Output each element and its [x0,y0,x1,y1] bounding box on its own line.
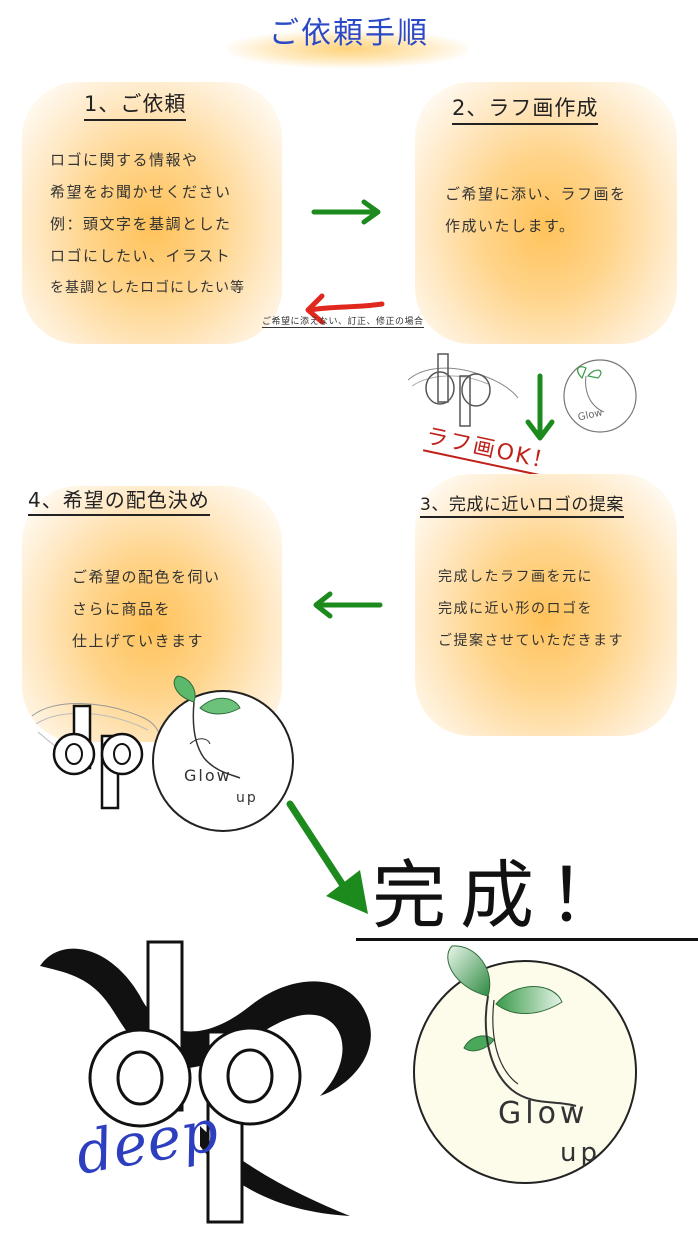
step-2-heading: 2、ラフ画作成 [452,92,599,125]
page-title: ご依頼手順 [269,16,429,51]
step-1-card [22,82,282,344]
arrow-left-icon [313,591,383,619]
arrow-left-icon [305,293,385,325]
step-1-line: 希望をお聞かせください [50,183,232,201]
title-glow [228,30,468,68]
step-3-line: 完成に近い形のロゴを [438,601,593,617]
step-1-line: ロゴに関する情報や [50,151,199,169]
step-1-line: 例：頭文字を基調とした [50,215,232,233]
step-1-heading: 1、ご依頼 [84,88,187,121]
arrow-right-icon [311,199,381,225]
proposal-dp-logo [31,703,160,810]
step-3-line: ご提案させていただきます [438,633,624,649]
step-4-line: 仕上げていきます [72,632,205,650]
rough-glow-text: Glow [577,407,604,423]
rough-sketch-emblem: Glow [563,359,637,433]
step-4-line: ご希望の配色を伺い [72,568,221,586]
arrow-down-icon [525,373,555,441]
proposal-emblem-up: up [236,790,258,806]
step-2-line: 作成いたします。 [445,217,576,235]
deep-script: deep [71,1096,224,1188]
step-1-line: を基調としたロゴにしたい等 [50,280,245,296]
step-2-line: ご希望に添い、ラフ画を [445,185,627,203]
complete-underline [356,938,698,941]
step-3-heading: 3、完成に近いロゴの提案 [420,490,624,518]
final-dp-logo: deep [40,940,371,1224]
step-1-line: ロゴにしたい、イラスト [50,247,232,265]
rough-sketch-dp [407,353,519,427]
step-3-line: 完成したラフ画を元に [438,569,593,585]
revision-note: ご希望に添えない、訂正、修正の場合 [262,314,424,328]
final-emblem-glow: Glow [498,1096,589,1131]
complete-heading: 完成！ [372,853,636,939]
final-emblem-up: up [560,1138,601,1168]
step-4-heading: 4、希望の配色決め [28,484,210,516]
sprout-icon [173,675,241,779]
sprout-icon [447,945,577,1107]
proposal-emblem-glow: Glow [184,766,232,785]
step-2-card [415,82,677,344]
arrow-diagonal-icon [286,800,368,914]
step-4-line: さらに商品を [72,600,172,618]
